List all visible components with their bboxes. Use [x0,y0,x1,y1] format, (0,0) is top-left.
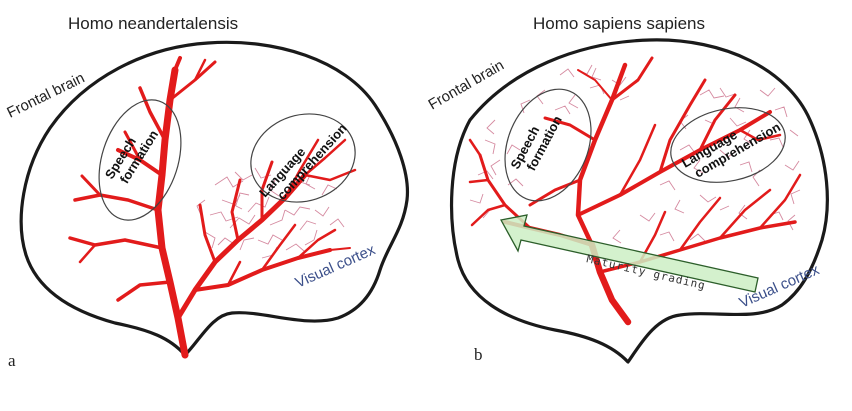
panel-b-frontal-label: Frontal brain [426,57,507,114]
maturity-arrow-shape [500,214,759,293]
panel-b-title: Homo sapiens sapiens [533,14,705,33]
maturity-grading-arrow: Maturity grading [500,214,759,293]
panel-b-brain-outline [449,38,829,364]
panel-a-language-ellipse [250,113,356,203]
panel-b-letter: b [474,345,483,364]
panel-a-letter: a [8,351,16,370]
panel-b-capillaries [469,64,801,244]
panel-b-vessels [468,56,802,326]
panel-a-language-label: Language comprehension [256,111,350,210]
panel-b-language-label: Language comprehension [679,106,783,183]
panel-a-speech-ellipse [98,99,182,221]
panel-b-language-ellipse [670,107,786,183]
panel-a-speech-label: Speech formation [102,119,161,189]
panel-a-title: Homo neandertalensis [68,14,238,33]
panel-b-speech-ellipse [504,88,592,202]
panel-a-vessels [68,56,357,359]
panel-b: Homo sapiens sapiens [426,14,829,364]
panel-a-brain-outline [19,40,410,357]
panel-b-speech-label: Speech formation [507,106,564,178]
panel-a: Homo neandertalensis [4,14,410,370]
panel-a-frontal-label: Frontal brain [4,69,87,121]
